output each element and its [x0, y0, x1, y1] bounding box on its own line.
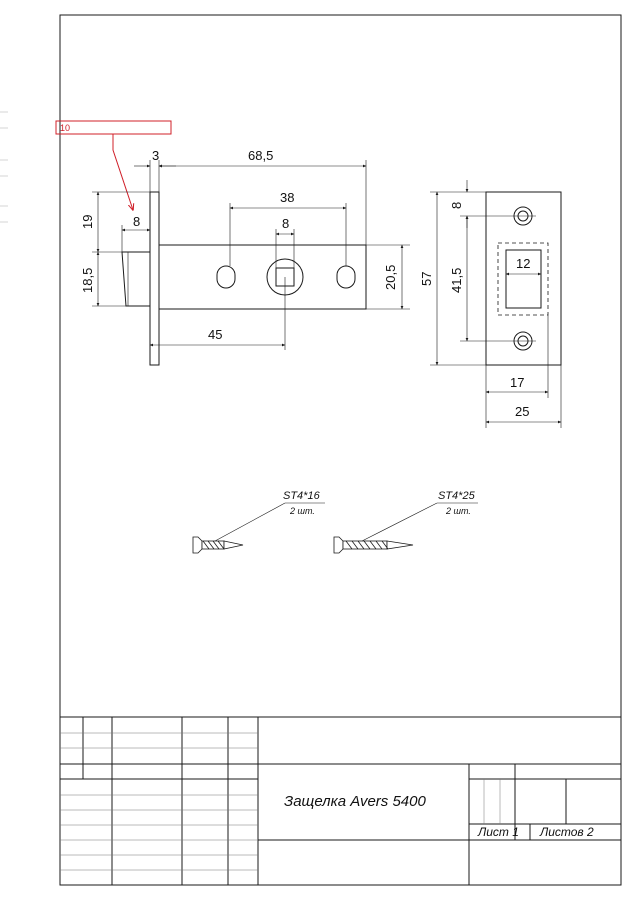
- strike-dimension-labels: 8 41,5 57 12 17 25: [419, 202, 530, 419]
- latch-dimensions: [92, 160, 410, 350]
- screw-1: [192, 502, 325, 554]
- dim-body-height: 20,5: [383, 265, 398, 290]
- strike-window-dashed: [497, 242, 549, 316]
- dim-inner-width: 17: [510, 375, 524, 390]
- dim-square-hole: 8: [282, 216, 289, 231]
- latch-body: [158, 244, 367, 310]
- dim-bolt-projection: 8: [133, 214, 140, 229]
- callout-box: [55, 120, 172, 135]
- front-plate: [149, 191, 160, 366]
- title-block: [60, 716, 621, 885]
- slot-hole-right: [336, 265, 356, 289]
- drawing-frame: [59, 14, 622, 886]
- callout-annotation: 10: [55, 120, 172, 210]
- dim-hole-to-top: 8: [449, 202, 464, 209]
- sheet-number: Лист 1: [477, 825, 519, 839]
- callout-label: 10: [60, 123, 70, 133]
- drawing-title: Защелка Avers 5400: [284, 793, 426, 810]
- screw-2-qty: 2 шт.: [445, 506, 471, 516]
- strike-window: [505, 249, 542, 309]
- dim-slot-distance: 38: [280, 190, 294, 205]
- dim-plate-above: 19: [80, 215, 95, 229]
- latch-bolt: [121, 251, 151, 307]
- dim-follower-offset: 45: [208, 327, 222, 342]
- latch-dimension-labels: 3 68,5 38 8 45 8 20,5 19 18,5: [80, 148, 398, 342]
- sheet-total: Листов 2: [539, 825, 594, 839]
- strike-dimensions: [430, 180, 562, 428]
- dim-overall-width: 25: [515, 404, 529, 419]
- dim-total-length: 68,5: [248, 148, 273, 163]
- dim-overall-height: 57: [419, 272, 434, 286]
- screw-2-spec: ST4*25: [438, 490, 476, 502]
- dim-hole-spacing: 41,5: [449, 268, 464, 293]
- latch-side-view: [121, 191, 367, 366]
- margin-marks: [0, 111, 8, 223]
- screw-2: [333, 502, 478, 554]
- strike-plate-view: [485, 191, 562, 366]
- dim-bolt-height: 18,5: [80, 268, 95, 293]
- slot-hole-left: [216, 265, 236, 289]
- dim-window-width: 12: [516, 256, 530, 271]
- callout-arrow: [112, 134, 133, 210]
- dim-plate-thickness: 3: [152, 148, 159, 163]
- screw-1-qty: 2 шт.: [289, 506, 315, 516]
- title-block-thin-rows: [60, 732, 501, 871]
- strike-plate-outline: [485, 191, 562, 366]
- screw-1-spec: ST4*16: [283, 490, 321, 502]
